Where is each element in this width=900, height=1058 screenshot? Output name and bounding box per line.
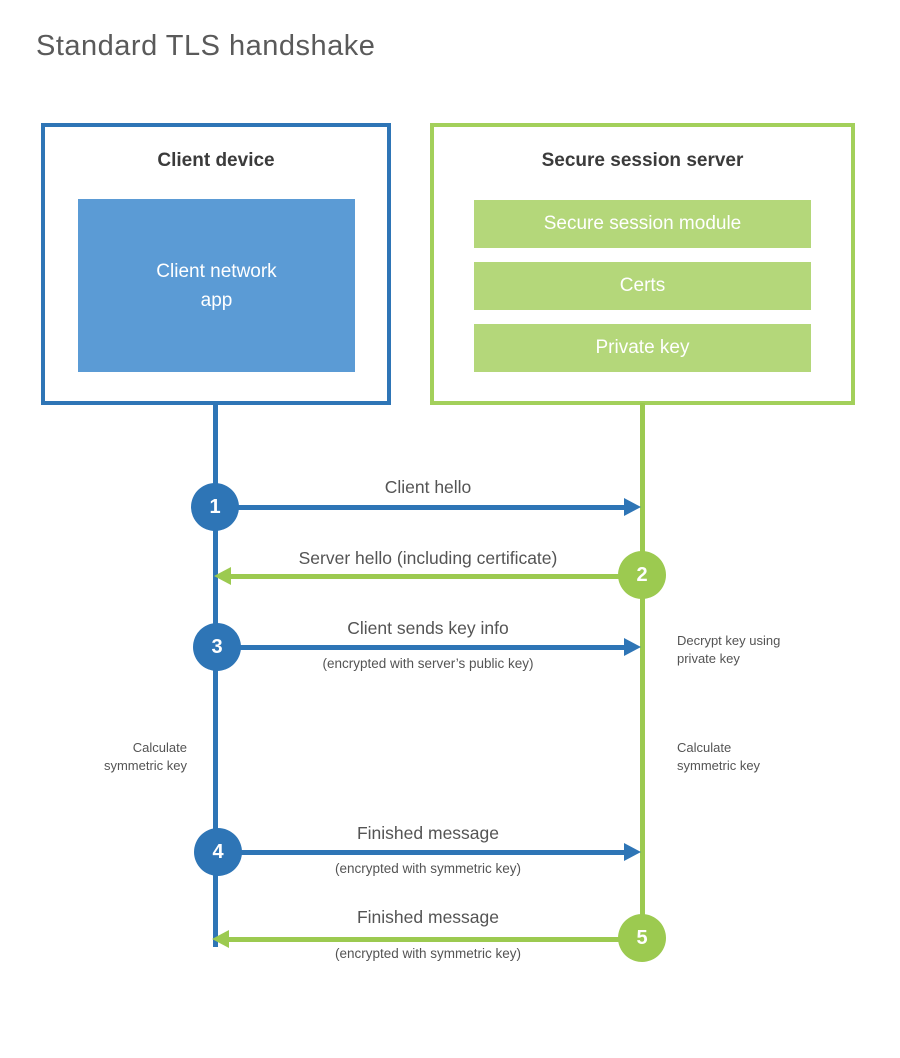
page-title: Standard TLS handshake <box>36 30 376 62</box>
step-5-sublabel: (encrypted with symmetric key) <box>334 946 522 961</box>
step-4-sublabel: (encrypted with symmetric key) <box>334 861 522 876</box>
step-5-arrow-shaft <box>229 937 642 942</box>
note-decrypt-key: Decrypt key using private key <box>677 633 781 666</box>
step-5-label: Finished message <box>356 907 500 927</box>
step-1-badge: 1 <box>191 483 239 531</box>
client-device-box: Client device Client network app <box>41 123 391 405</box>
step-3-sublabel: (encrypted with server’s public key) <box>322 656 534 671</box>
step-2-badge: 2 <box>618 551 666 599</box>
step-3-label: Client sends key info <box>347 618 509 638</box>
server-module-private-key: Private key <box>474 324 811 372</box>
step-2-arrowhead-icon <box>214 567 231 585</box>
step-5-arrowhead-icon <box>212 930 229 948</box>
step-1-label: Client hello <box>384 477 472 497</box>
step-2-label: Server hello (including certificate) <box>298 548 558 568</box>
step-4-label: Finished message <box>356 823 500 843</box>
step-2-arrow-shaft <box>231 574 642 579</box>
step-3-badge: 3 <box>193 623 241 671</box>
client-box-title: Client device <box>157 150 275 171</box>
step-4-badge: 4 <box>194 828 242 876</box>
server-lifeline <box>640 403 645 938</box>
server-module-certs: Certs <box>474 262 811 310</box>
note-calculate-symmetric-key-client: Calculate symmetric key <box>103 740 187 773</box>
step-5-badge: 5 <box>618 914 666 962</box>
server-box-title: Secure session server <box>541 150 744 171</box>
server-module-secure-session: Secure session module <box>474 200 811 248</box>
step-4-arrow-shaft <box>218 850 624 855</box>
server-box: Secure session server Secure session mod… <box>430 123 855 405</box>
step-3-arrowhead-icon <box>624 638 641 656</box>
client-network-app-box: Client network app <box>78 199 355 372</box>
note-calculate-symmetric-key-server: Calculate symmetric key <box>677 740 761 773</box>
step-1-arrowhead-icon <box>624 498 641 516</box>
step-1-arrow-shaft <box>216 505 624 510</box>
step-3-arrow-shaft <box>217 645 624 650</box>
client-lifeline <box>213 403 218 947</box>
step-4-arrowhead-icon <box>624 843 641 861</box>
